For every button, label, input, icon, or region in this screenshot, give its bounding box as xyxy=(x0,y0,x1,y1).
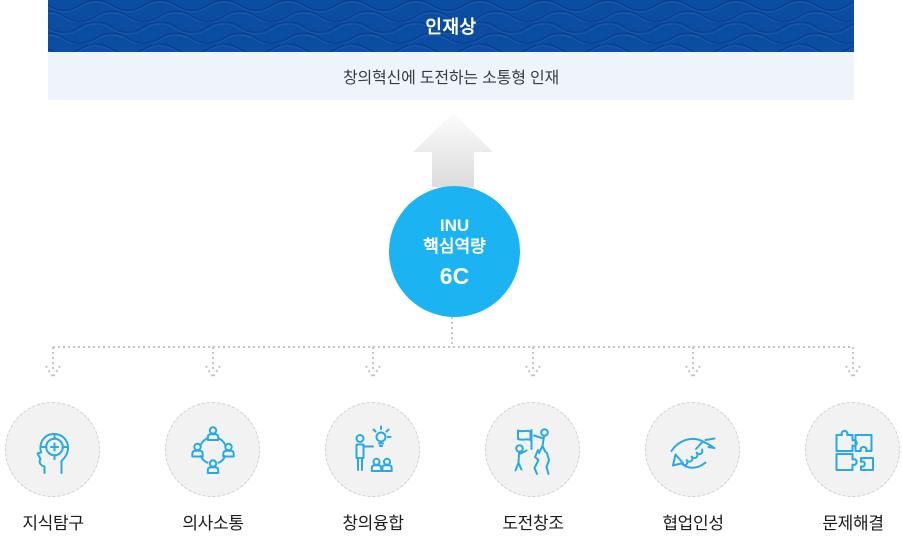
competency-label: 문제해결 xyxy=(822,514,884,533)
competency-circle-collaboration xyxy=(645,402,740,497)
core-line-label: 핵심역량 xyxy=(423,236,486,256)
competency-circle-communication xyxy=(165,402,260,497)
core-line-inu: INU xyxy=(439,215,470,235)
wave-pattern-decoration xyxy=(48,0,854,52)
competency-label: 창의융합 xyxy=(342,514,404,533)
competency-label: 도전창조 xyxy=(502,514,564,533)
competency-circle-challenge xyxy=(485,402,580,497)
dotted-connector-lines xyxy=(45,317,861,378)
core-line-6c: 6C xyxy=(439,262,470,289)
talent-title-band: 인재상 xyxy=(48,0,854,52)
head-target-icon xyxy=(36,432,69,474)
competency-label: 지식탐구 xyxy=(22,514,84,533)
up-arrow-icon xyxy=(413,113,493,187)
talent-subtitle-band: 창의혁신에 도전하는 소통형 인재 xyxy=(48,52,854,100)
handshake-icon xyxy=(670,437,715,469)
core-competency-circle: INU 핵심역량 6C xyxy=(389,186,520,317)
competency-circle-creative xyxy=(325,402,420,497)
puzzle-icon xyxy=(835,429,874,471)
competency-label: 협업인성 xyxy=(662,514,724,533)
competency-circle-problem xyxy=(805,402,900,497)
talent-subtitle: 창의혁신에 도전하는 소통형 인재 xyxy=(342,70,560,87)
competency-circle-knowledge xyxy=(5,402,100,497)
competency-label: 의사소통 xyxy=(182,514,244,533)
people-network-icon xyxy=(190,425,235,474)
talent-title: 인재상 xyxy=(425,17,477,37)
mountain-flag-icon xyxy=(514,427,550,475)
idea-presentation-icon xyxy=(355,425,393,472)
